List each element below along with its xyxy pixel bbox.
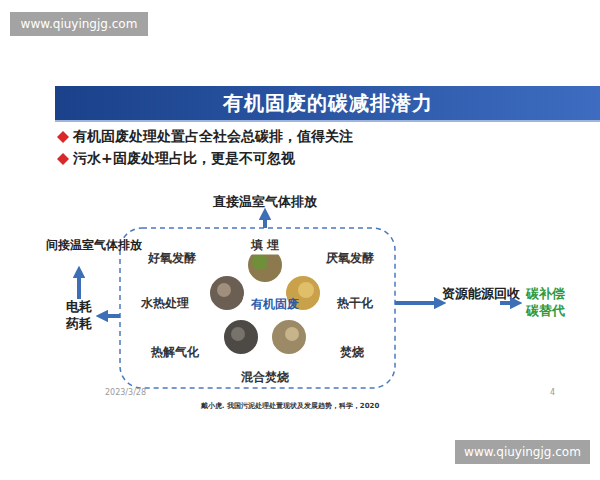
watermark: www.qiuyingjg.com	[455, 440, 590, 464]
title-band	[55, 86, 600, 120]
method-label: 填 埋	[248, 236, 282, 255]
citation: 戴小虎. 我国污泥处理处置现状及发展趋势，科学，2020	[170, 401, 410, 411]
flow-arrow	[77, 272, 81, 299]
node-text: 间接温室气体排放	[46, 238, 100, 254]
node-text: 直接温室气体排放	[190, 194, 340, 211]
photo-detail	[252, 254, 268, 270]
node-text: 资源能源回收	[442, 286, 498, 303]
photo-detail	[285, 327, 299, 341]
flow-arrow	[395, 301, 440, 305]
page-number: 4	[550, 388, 555, 397]
photo-hydrothermal	[209, 275, 245, 311]
photo-detail	[231, 327, 245, 341]
bullet-diamond	[57, 153, 69, 165]
bullet-diamond	[57, 131, 69, 143]
watermark: www.qiuyingjg.com	[10, 12, 148, 36]
flow-arrow	[102, 314, 120, 318]
emission-node: 间接温室气体排放	[44, 238, 102, 272]
method-label: 焚烧	[337, 343, 367, 362]
hub-circle: 有机固废	[242, 282, 288, 328]
bullet-text: 有机固废处理处置占全社会总碳排，值得关注	[73, 128, 353, 146]
dashed-frame	[120, 228, 395, 388]
method-label: 厌氧发酵	[323, 249, 377, 268]
slide-title: 有机固废的碳减排潜力	[55, 86, 600, 120]
method-label: 热解气化	[148, 343, 202, 362]
bullet-text: 污水+固废处理占比，更是不可忽视	[73, 150, 295, 168]
recovery-node: 资源能源回收	[440, 286, 500, 320]
emission-node: 直接温室气体排放	[190, 194, 340, 214]
offset-node: 碳补偿 碳替代	[516, 286, 574, 320]
flow-arrow	[263, 214, 267, 228]
node-text: 有机固废	[251, 297, 279, 313]
consumption-node: 电耗 药耗	[56, 299, 102, 333]
slide-date: 2023/3/28	[105, 388, 146, 397]
node-text: 电耗 药耗	[64, 299, 94, 333]
photo-detail	[298, 282, 314, 298]
photo-drying	[285, 275, 321, 311]
flow-arrow	[500, 301, 516, 305]
node-text: 碳补偿 碳替代	[522, 286, 568, 320]
photo-detail	[217, 283, 231, 297]
method-label: 混合焚烧	[238, 368, 292, 387]
method-frame: 好氧发酵 填 埋厌氧发酵水热处理 热干化热解气化 焚烧混合焚烧 有机固废	[120, 228, 395, 388]
title-underline	[55, 120, 600, 122]
method-label: 水热处理	[138, 294, 192, 313]
method-label: 好氧发酵	[145, 249, 199, 268]
method-label: 热干化	[334, 294, 376, 313]
